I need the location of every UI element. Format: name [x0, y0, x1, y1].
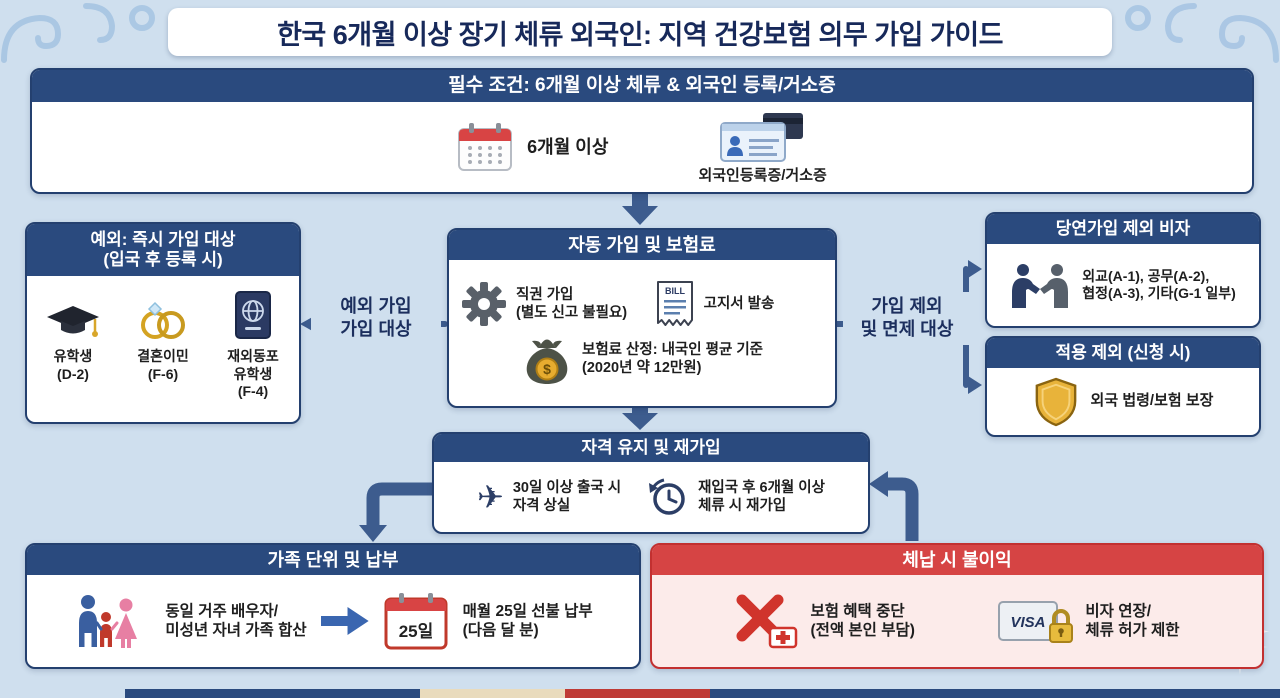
family-icon	[73, 593, 151, 649]
departure-item: ✈ 30일 이상 출국 시 자격 상실	[477, 479, 621, 515]
overseas-korean-label: 재외동포 유학생 (F-4)	[227, 348, 279, 399]
exemption-label: 외국 법령/보험 보장	[1090, 392, 1214, 410]
flow-arrow-requirements-to-auto	[622, 192, 658, 225]
wedding-rings-icon	[134, 288, 192, 340]
reentry-label: 재입국 후 6개월 이상 체류 시 재가입	[698, 479, 825, 514]
exemption-box: 적용 제외 (신청 시) 외국 법령/보험 보장	[985, 336, 1261, 437]
connector-exempt-arrowhead	[968, 376, 982, 394]
duration-item: 6개월 이상	[457, 121, 608, 173]
clock-icon	[647, 476, 689, 518]
shield-icon	[1033, 377, 1079, 427]
calendar-25-icon: 25일	[383, 591, 449, 651]
duration-label: 6개월 이상	[527, 136, 609, 157]
requirements-header: 필수 조건: 6개월 이상 체류 & 외국인 등록/거소증	[32, 70, 1252, 102]
visa-restriction-label: 비자 연장/ 체류 허가 제한	[1085, 602, 1180, 639]
footer-accent-bar-cream	[420, 689, 565, 698]
bill-icon: BILL	[655, 280, 695, 328]
auto-enroll-header: 자동 가입 및 보험료	[449, 230, 835, 260]
excluded-visa-header: 당연가입 제외 비자	[987, 214, 1259, 244]
bill-icon-text: BILL	[665, 286, 685, 296]
footer-accent-bar-navy	[125, 689, 420, 698]
benefit-stop-label: 보험 혜택 중단 (전액 본인 부담)	[810, 602, 915, 639]
marriage-item: 결혼이민 (F-6)	[122, 288, 204, 383]
visa-restriction-item: VISA 비자 연장/ 체류 허가 제한	[997, 594, 1180, 648]
overseas-korean-item: 재외동포 유학생 (F-4)	[212, 288, 294, 401]
marriage-label: 결혼이민 (F-6)	[137, 348, 189, 382]
exclusion-connector-label: 가입 제외 및 면제 대상	[843, 292, 971, 345]
footer-accent-bar-navy-2	[710, 689, 1280, 698]
exemption-header: 적용 제외 (신청 시)	[987, 338, 1259, 368]
auto-enroll-box: 자동 가입 및 보험료	[447, 228, 837, 408]
student-item: 유학생 (D-2)	[32, 288, 114, 383]
connector-retention-to-family	[366, 482, 434, 527]
dollar-icon-text: $	[543, 361, 551, 377]
visa-icon-text: VISA	[1011, 614, 1046, 631]
exception-connector-label: 예외 가입 가입 대상	[311, 292, 441, 345]
corner-ornament-top-right	[1120, 0, 1280, 69]
page-title-text: 한국 6개월 이상 장기 체류 외국인: 지역 건강보험 의무 가입 가이드	[277, 19, 1003, 50]
penalty-header: 체납 시 불이익	[652, 545, 1262, 575]
passport-icon	[234, 288, 272, 340]
payment-label: 매월 25일 선불 납부 (다음 달 분)	[462, 602, 593, 639]
exception-header: 예외: 즉시 가입 대상 (입국 후 등록 시)	[27, 224, 299, 276]
registration-item: 외국인등록증/거소증	[698, 109, 827, 186]
ex-officio-item: 직권 가입 (별도 신고 불필요)	[461, 281, 655, 327]
connector-family-arrowhead	[359, 525, 387, 542]
id-card-icon	[719, 109, 807, 163]
insurance-stop-icon	[734, 592, 798, 650]
corner-ornament-top-left	[0, 0, 160, 69]
connector-penalty-to-retention	[888, 477, 919, 541]
retention-header: 자격 유지 및 재가입	[434, 434, 868, 462]
handshake-icon	[1010, 262, 1070, 308]
excluded-visa-box: 당연가입 제외 비자 외교(A-1), 공무(A-2), 협정(A-3), 기타…	[985, 212, 1261, 328]
retention-box: 자격 유지 및 재가입 ✈ 30일 이상 출국 시 자격 상실 재입국 후 6개…	[432, 432, 870, 534]
student-label: 유학생 (D-2)	[53, 348, 93, 382]
penalty-box: 체납 시 불이익 보험 혜택 중단 (전액 본인 부담)	[650, 543, 1264, 669]
connector-visa-arrowhead	[968, 260, 982, 278]
money-bag-icon: $	[521, 332, 573, 386]
calendar-icon	[457, 121, 513, 173]
exception-box: 예외: 즉시 가입 대상 (입국 후 등록 시) 유학생 (D-2)	[25, 222, 301, 424]
family-header: 가족 단위 및 납부	[27, 545, 639, 575]
bill-label: 고지서 발송	[703, 295, 775, 312]
visa-restriction-icon: VISA	[997, 594, 1074, 648]
footer-accent-bar-red	[565, 689, 710, 698]
family-member-label: 동일 거주 배우자/ 미성년 자녀 가족 합산	[165, 602, 307, 639]
benefit-stop-item: 보험 혜택 중단 (전액 본인 부담)	[734, 592, 915, 650]
airplane-icon: ✈	[477, 479, 504, 515]
ex-officio-label: 직권 가입 (별도 신고 불필요)	[516, 286, 628, 321]
gear-icon	[461, 281, 507, 327]
graduation-cap-icon	[45, 288, 101, 340]
page-title: 한국 6개월 이상 장기 체류 외국인: 지역 건강보험 의무 가입 가이드	[168, 8, 1112, 56]
family-flow-arrow	[320, 607, 369, 635]
premium-label: 보험료 산정: 내국인 평균 기준 (2020년 약 12만원)	[581, 341, 764, 376]
bill-item: BILL 고지서 발송	[655, 280, 823, 328]
family-box: 가족 단위 및 납부 동일 거주 배우자/ 미성년 자녀 가족 합산	[25, 543, 641, 669]
connector-retention-arrowhead	[869, 471, 888, 497]
departure-label: 30일 이상 출국 시 자격 상실	[512, 479, 622, 514]
reentry-item: 재입국 후 6개월 이상 체류 시 재가입	[647, 476, 825, 518]
excluded-visa-label: 외교(A-1), 공무(A-2), 협정(A-3), 기타(G-1 일부)	[1082, 267, 1236, 302]
calendar-25-text: 25일	[398, 622, 433, 641]
registration-label: 외국인등록증/거소증	[698, 166, 827, 184]
premium-item: $ 보험료 산정: 내국인 평균 기준 (2020년 약 12만원)	[521, 332, 763, 386]
requirements-box: 필수 조건: 6개월 이상 체류 & 외국인 등록/거소증	[30, 68, 1254, 194]
